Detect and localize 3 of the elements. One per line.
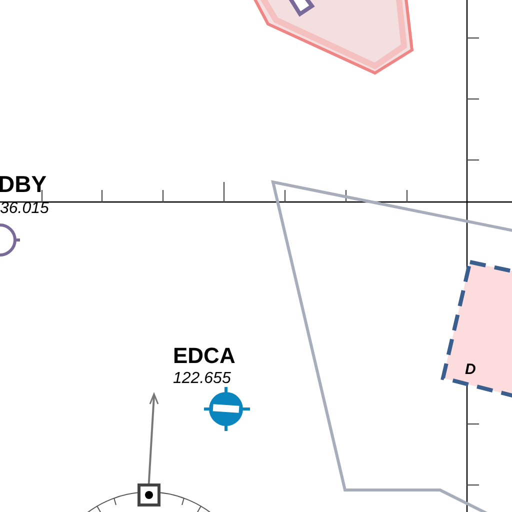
airspace-class-label: D bbox=[465, 362, 476, 377]
frequency-label: 122.655 bbox=[173, 371, 231, 387]
airport-code-label: EDCA bbox=[173, 345, 236, 367]
